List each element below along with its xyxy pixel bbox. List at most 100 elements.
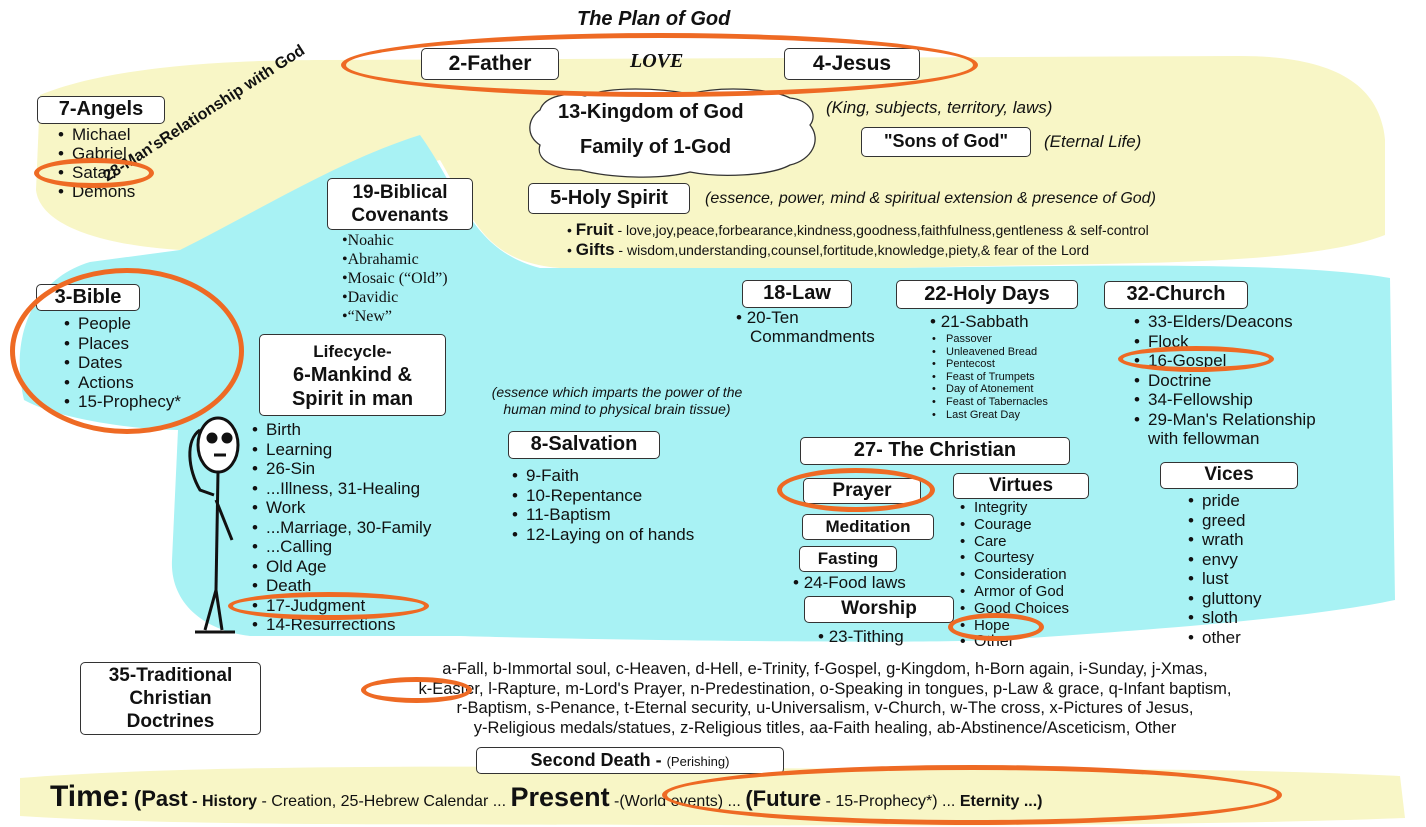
holy-day-item: Unleavened Bread <box>930 346 1048 359</box>
covenants-list: •Noahic •Abrahamic •Mosaic (“Old”) •Davi… <box>342 231 448 326</box>
sons-of-god-box: "Sons of God" <box>861 127 1031 157</box>
traditional-text-line3: r-Baptism, s-Penance, t-Eternal security… <box>456 699 1194 717</box>
virtue-item: Armor of God <box>958 583 1069 601</box>
mankind-note-line2: human mind to physical brain tissue) <box>503 401 731 417</box>
worship-box: Worship <box>804 596 954 623</box>
virtue-item: Courage <box>958 516 1069 534</box>
lifecycle-item: 17-Judgment <box>250 596 431 616</box>
lifecycle-list: Birth Learning 26-Sin ...Illness, 31-Hea… <box>250 420 431 635</box>
gifts-text: - wisdom,understanding,counsel,fortitude… <box>614 242 1089 258</box>
second-death-label: Second Death - <box>530 750 662 770</box>
mankind-line1: Lifecycle- <box>313 342 392 361</box>
virtue-item: Courtesy <box>958 550 1069 567</box>
timeline-time: Time: <box>50 780 130 813</box>
diagram-title: The Plan of God <box>577 8 731 30</box>
virtue-item: Consideration <box>958 566 1069 584</box>
lifecycle-item: 14-Resurrections <box>250 615 431 635</box>
yellow-time-band <box>20 766 1405 826</box>
holy-spirit-note: (essence, power, mind & spiritual extens… <box>705 190 1156 207</box>
love-label: LOVE <box>630 50 684 72</box>
sabbath-item: • 21-Sabbath <box>930 312 1029 331</box>
fasting-box: Fasting <box>799 546 897 572</box>
vice-item: lust <box>1186 569 1262 589</box>
timeline-history: - History <box>187 793 258 810</box>
angel-item: Satan <box>56 163 135 182</box>
timeline-dots: ... <box>937 793 956 810</box>
bible-item: People <box>62 314 181 334</box>
church-last-line: with fellowman <box>1148 429 1260 448</box>
lifecycle-item: Learning <box>250 440 431 460</box>
holy-spirit-box: 5-Holy Spirit <box>528 183 690 214</box>
food-laws-text: 24-Food laws <box>803 573 906 592</box>
salvation-list: 9-Faith 10-Repentance 11-Baptism 12-Layi… <box>510 466 694 544</box>
lifecycle-item: ...Illness, 31-Healing <box>250 479 431 499</box>
holy-day-item: Passover <box>930 333 1048 346</box>
second-death-box: Second Death - (Perishing) <box>476 747 784 774</box>
church-item: Flock <box>1132 332 1316 352</box>
holy-day-item: Day of Atonement <box>930 383 1048 396</box>
law-box: 18-Law <box>742 280 852 308</box>
covenant-item: •“New” <box>342 308 393 325</box>
holy-days-list: Passover Unleavened Bread Pentecost Feas… <box>930 333 1048 421</box>
lifecycle-item: Birth <box>250 420 431 440</box>
timeline: Time: (Past - History - Creation, 25-Heb… <box>50 780 1043 814</box>
virtue-item: Other <box>958 634 1069 651</box>
angel-item: Michael <box>56 125 135 144</box>
virtue-item: Integrity <box>958 499 1069 517</box>
law-item1: • 20-Ten <box>736 308 799 327</box>
covenant-item: •Davidic <box>342 289 399 306</box>
timeline-past: (Past <box>133 786 188 811</box>
traditional-line3: Doctrines <box>126 711 215 732</box>
second-death-note: (Perishing) <box>666 754 730 769</box>
virtues-box: Virtues <box>953 473 1089 499</box>
mankind-line3: Spirit in man <box>291 388 414 410</box>
virtue-item: Hope <box>958 617 1069 635</box>
holy-spirit-fruit: • Fruit - love,joy,peace,forbearance,kin… <box>567 220 1149 239</box>
holy-days-box: 22-Holy Days <box>896 280 1078 309</box>
traditional-doctrines-box: 35-Traditional Christian Doctrines <box>80 662 261 735</box>
vice-item: gluttony <box>1186 589 1262 609</box>
law-item2: Commandments <box>750 327 875 346</box>
vice-item: pride <box>1186 491 1262 511</box>
virtue-item: Good Choices <box>958 600 1069 618</box>
virtue-item: Care <box>958 533 1069 551</box>
church-item: 29-Man's Relationship <box>1132 410 1316 430</box>
sabbath-text: 21-Sabbath <box>940 312 1029 331</box>
vice-item: greed <box>1186 511 1262 531</box>
tithing-text: 23-Tithing <box>828 627 904 646</box>
salvation-item: 9-Faith <box>510 466 694 486</box>
church-box: 32-Church <box>1104 281 1248 309</box>
bible-item: Places <box>62 334 181 354</box>
covenant-item: •Noahic <box>342 232 394 249</box>
traditional-text-line2: k-Easter, l-Rapture, m-Lord's Prayer, n-… <box>418 679 1232 698</box>
traditional-line1: 35-Traditional <box>108 665 233 686</box>
bible-item: Actions <box>62 373 181 393</box>
fruit-text: - love,joy,peace,forbearance,kindness,go… <box>613 222 1149 238</box>
sons-note: (Eternal Life) <box>1044 132 1142 151</box>
prayer-box: Prayer <box>803 478 921 504</box>
covenant-item: •Mosaic (“Old”) <box>342 270 448 287</box>
bible-box: 3-Bible <box>36 284 140 311</box>
vice-item: sloth <box>1186 608 1262 628</box>
kingdom-line2: Family of 1-God <box>580 136 732 158</box>
salvation-box: 8-Salvation <box>508 431 660 459</box>
holy-day-item: Last Great Day <box>930 409 1048 422</box>
lifecycle-item: ...Calling <box>250 537 431 557</box>
kingdom-cloud <box>529 88 816 178</box>
mankind-box: Lifecycle- 6-Mankind & Spirit in man <box>259 334 446 416</box>
traditional-text-line4: y-Religious medals/statues, z-Religious … <box>473 718 1177 737</box>
vice-item: other <box>1186 628 1262 648</box>
salvation-item: 11-Baptism <box>510 505 694 525</box>
angels-box: 7-Angels <box>37 96 165 124</box>
mankind-note: (essence which imparts the power of the … <box>452 384 782 418</box>
church-item: Doctrine <box>1132 371 1316 391</box>
covenants-box: 19-Biblical Covenants <box>327 178 473 230</box>
salvation-item: 10-Repentance <box>510 486 694 506</box>
salvation-item: 12-Laying on of hands <box>510 525 694 545</box>
church-list: 33-Elders/Deacons Flock 16-Gospel Doctri… <box>1132 312 1316 429</box>
fruit-label: Fruit <box>575 220 614 239</box>
father-box: 2-Father <box>421 48 559 80</box>
vice-item: wrath <box>1186 530 1262 550</box>
vices-list: pride greed wrath envy lust gluttony slo… <box>1186 491 1262 647</box>
timeline-world-events: -(World events) ... <box>609 793 741 810</box>
